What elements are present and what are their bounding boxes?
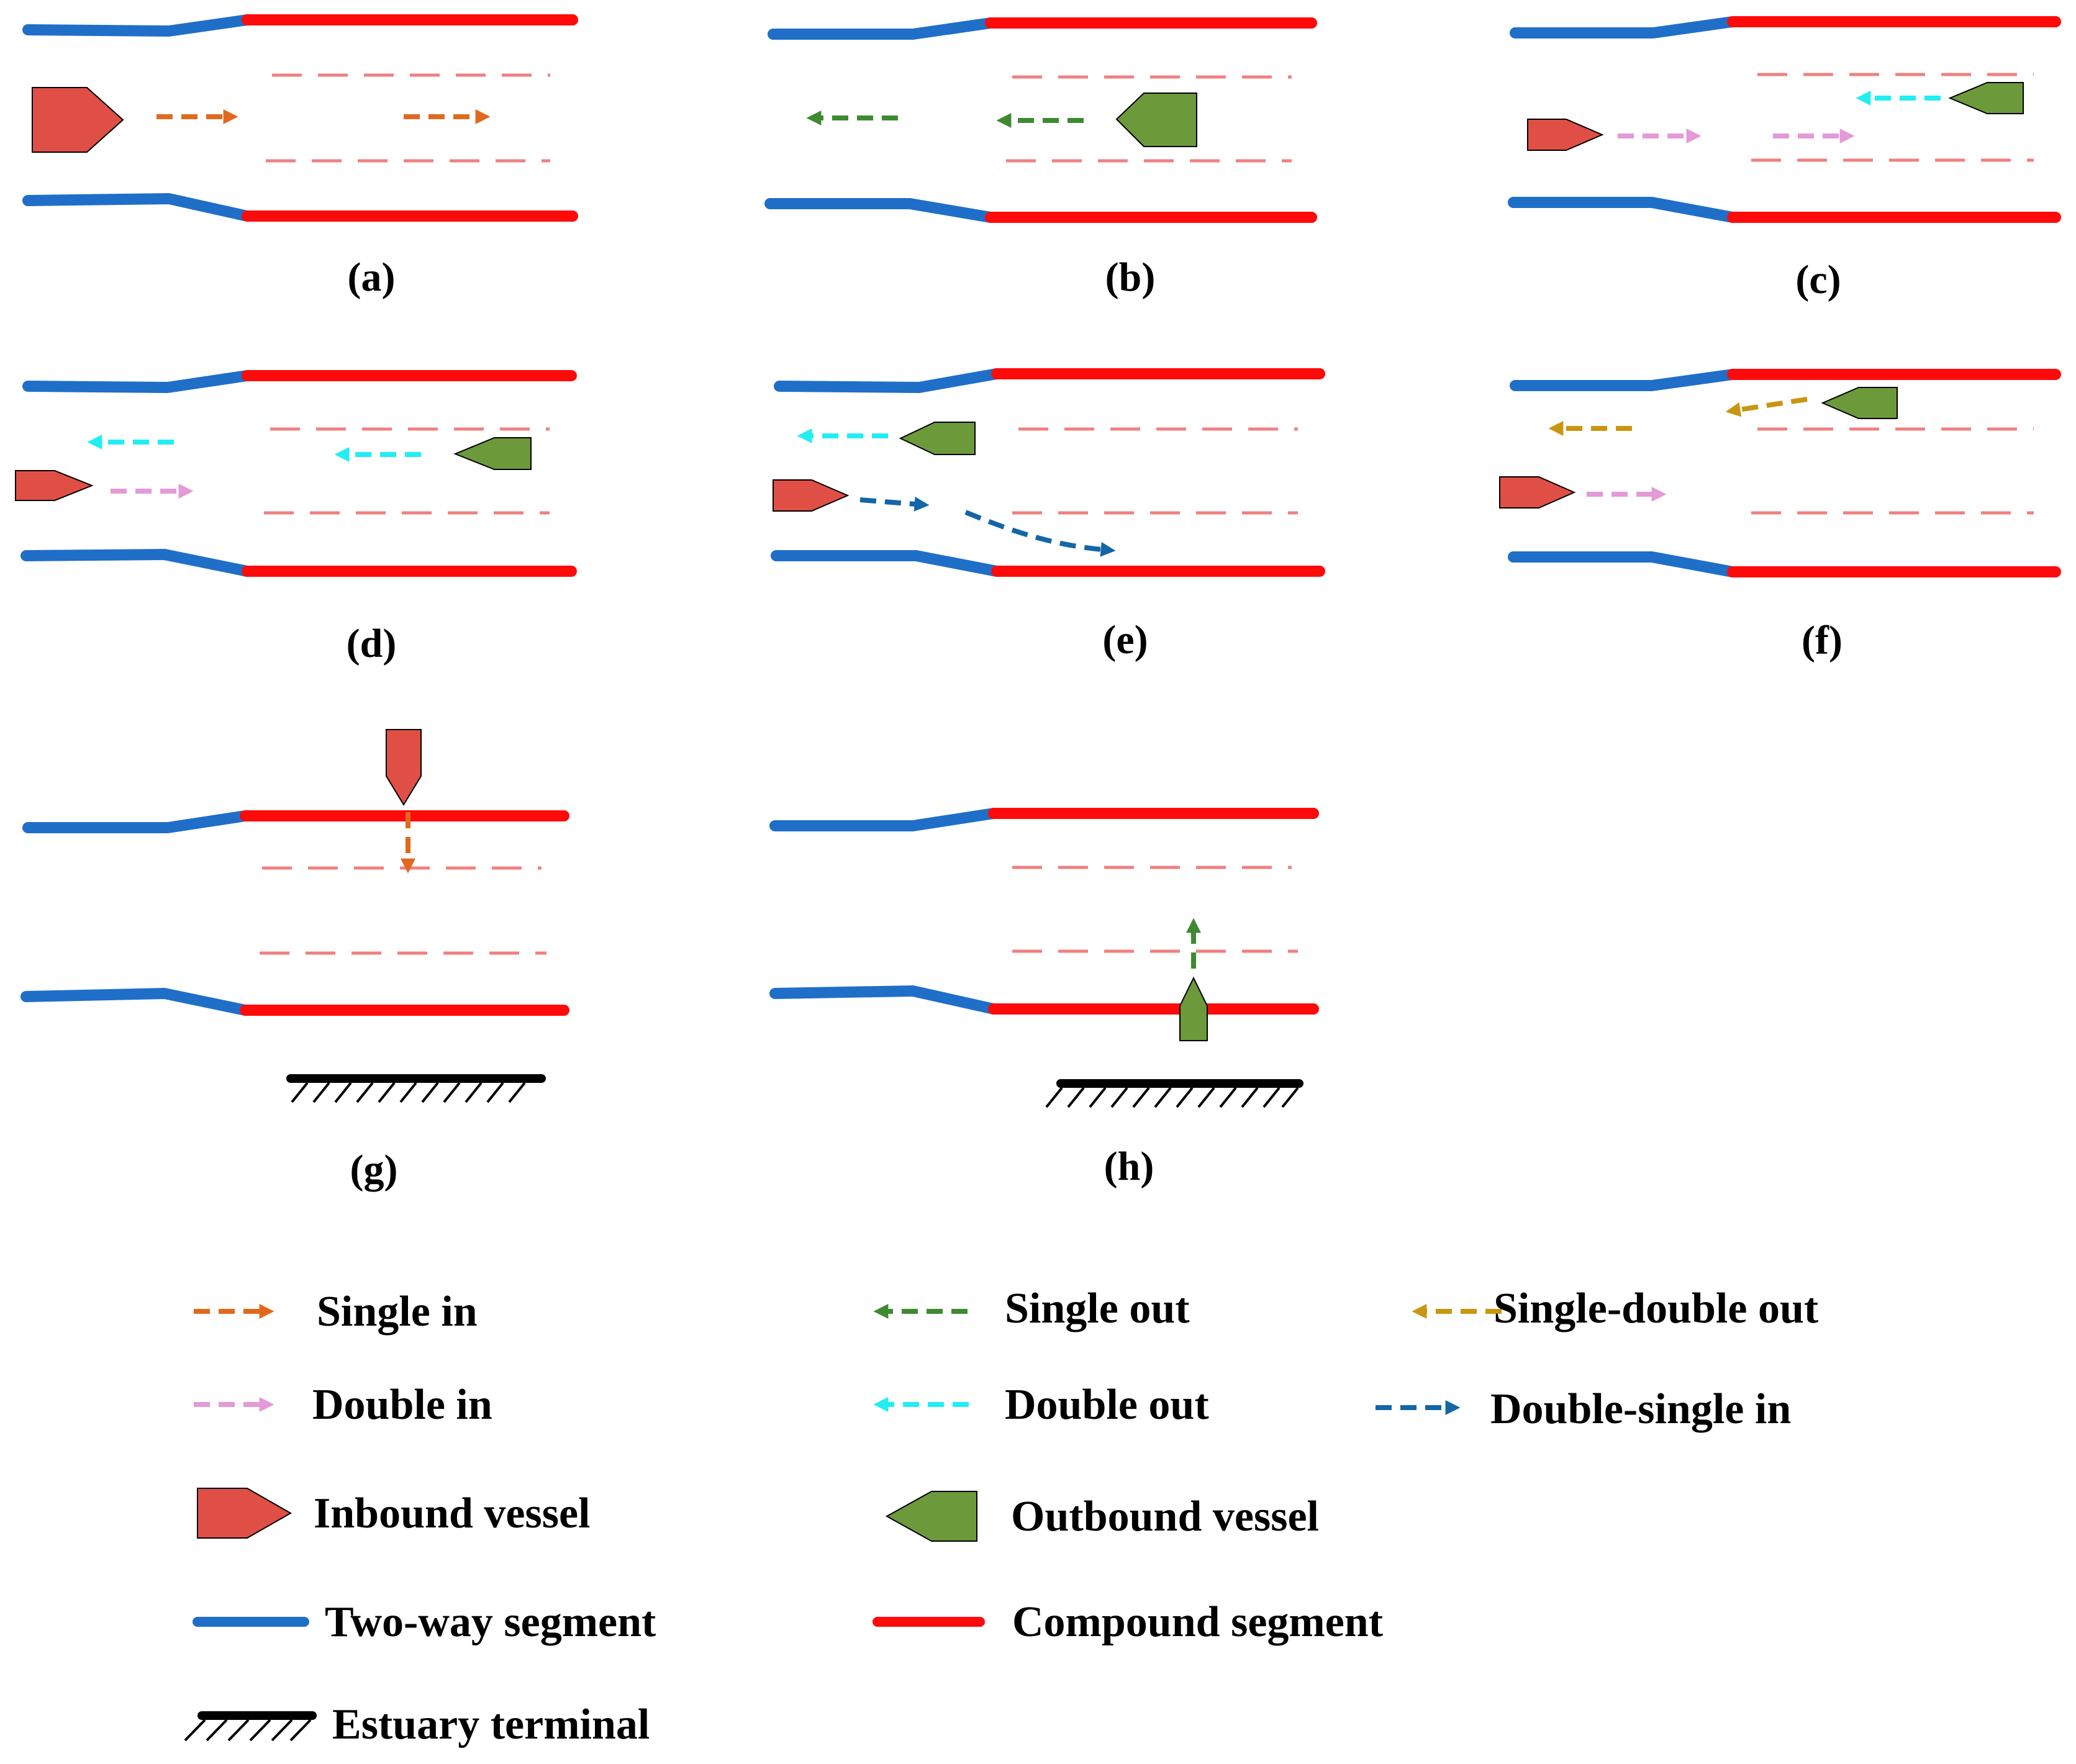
- legend-outbound-vessel-label: Outbound vessel: [1011, 1493, 1319, 1540]
- two-way-segment-upper: [22, 810, 251, 833]
- panel-caption: (a): [348, 255, 396, 300]
- legend-single-in-label: Single in: [317, 1288, 478, 1336]
- outbound-vessel: [1115, 93, 1197, 147]
- legend-inbound-vessel-symbol: [197, 1488, 292, 1539]
- single-double-out-arrow: [1725, 397, 1808, 417]
- panel-c: (c): [1508, 16, 2061, 302]
- legend-inbound-vessel-label: Inbound vessel: [314, 1490, 590, 1537]
- two-way-segment-upper: [1510, 16, 1738, 38]
- two-way-segment-lower: [20, 988, 251, 1016]
- outbound-vessel: [453, 437, 532, 470]
- two-way-segment-upper: [768, 17, 996, 40]
- panel-caption: (f): [1802, 618, 1843, 663]
- panel-f: (f): [1499, 369, 2061, 663]
- inbound-vessel: [773, 479, 850, 512]
- outbound-vessel: [1948, 82, 2024, 114]
- inbound-vessel: [1527, 119, 1604, 151]
- two-way-segment-upper: [1510, 369, 1738, 391]
- panel-caption: (e): [1102, 617, 1148, 663]
- panel-d: (d): [15, 370, 577, 666]
- estuary-terminal: [1045, 1079, 1303, 1108]
- inbound-vessel: [32, 87, 124, 153]
- inbound-vessel: [386, 729, 422, 806]
- double-single-in-arrow: [859, 496, 930, 512]
- legend-single-double-out-label: Single-double out: [1494, 1285, 1818, 1332]
- estuary-terminal: [286, 1074, 546, 1103]
- outbound-vessel: [1821, 387, 1898, 419]
- two-way-segment-lower: [1508, 551, 1738, 577]
- two-way-segment-lower: [764, 198, 996, 223]
- double-single-in-arrow: [964, 510, 1116, 557]
- legend-double-in-label: Double in: [312, 1381, 492, 1429]
- two-way-segment-lower: [769, 985, 999, 1015]
- panel-e: (e): [771, 368, 1325, 663]
- panel-caption: (c): [1795, 257, 1841, 302]
- two-way-segment-upper: [769, 808, 999, 831]
- legend-estuary-terminal-symbol: [184, 1711, 317, 1742]
- legend-estuary-terminal-label: Estuary terminal: [332, 1701, 650, 1748]
- legend: Single in Double in Inbound vessel Two-w…: [184, 1285, 1818, 1748]
- panel-g: (g): [20, 729, 569, 1192]
- panel-h: (h): [769, 808, 1319, 1189]
- legend-single-out-label: Single out: [1005, 1285, 1190, 1332]
- two-way-segment-upper: [22, 14, 253, 37]
- panel-caption: (b): [1105, 255, 1156, 300]
- inbound-vessel: [15, 470, 94, 501]
- panel-caption: (h): [1104, 1144, 1154, 1189]
- legend-two-way-segment-label: Two-way segment: [325, 1598, 656, 1646]
- legend-outbound-vessel-symbol: [885, 1491, 977, 1542]
- outbound-vessel: [899, 422, 976, 455]
- legend-double-single-in-label: Double-single in: [1490, 1385, 1791, 1433]
- panel-caption: (d): [347, 621, 397, 666]
- outbound-vessel: [1179, 976, 1208, 1041]
- two-way-segment-lower: [20, 549, 253, 577]
- two-way-segment-upper: [22, 370, 253, 393]
- two-way-segment-lower: [22, 193, 253, 222]
- legend-double-out-label: Double out: [1005, 1381, 1209, 1429]
- two-way-segment-upper: [774, 368, 1002, 393]
- panel-b: (b): [764, 17, 1317, 300]
- two-way-segment-lower: [1508, 197, 1738, 223]
- legend-compound-segment-label: Compound segment: [1012, 1598, 1383, 1646]
- inbound-vessel: [1499, 476, 1576, 509]
- panel-a: (a): [22, 14, 578, 300]
- panel-caption: (g): [350, 1147, 398, 1192]
- two-way-segment-lower: [771, 550, 1002, 577]
